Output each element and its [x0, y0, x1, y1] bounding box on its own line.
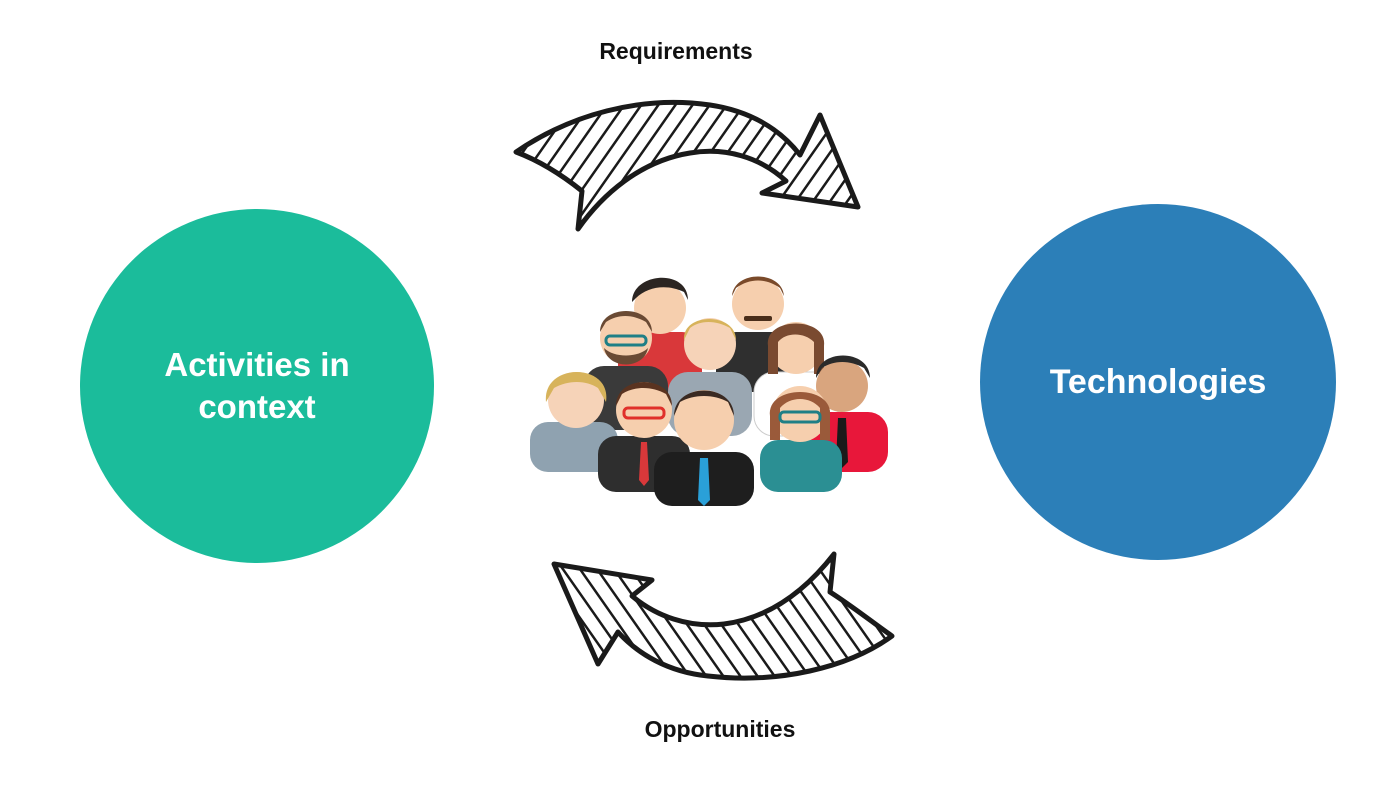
technologies-circle: Technologies [980, 204, 1336, 560]
technologies-label: Technologies [1049, 362, 1267, 401]
activities-label: Activities in context [164, 346, 350, 425]
person-icon [760, 386, 842, 492]
curved-arrow-right-icon [513, 99, 861, 232]
person-icon [654, 390, 754, 506]
activities-circle: Activities in context [80, 209, 434, 563]
person-icon [598, 382, 690, 492]
people-group-icon [530, 276, 888, 506]
person-icon [530, 372, 618, 472]
requirements-label: Requirements [599, 38, 753, 64]
curved-arrow-left-icon [551, 551, 895, 681]
opportunities-label: Opportunities [644, 716, 796, 742]
